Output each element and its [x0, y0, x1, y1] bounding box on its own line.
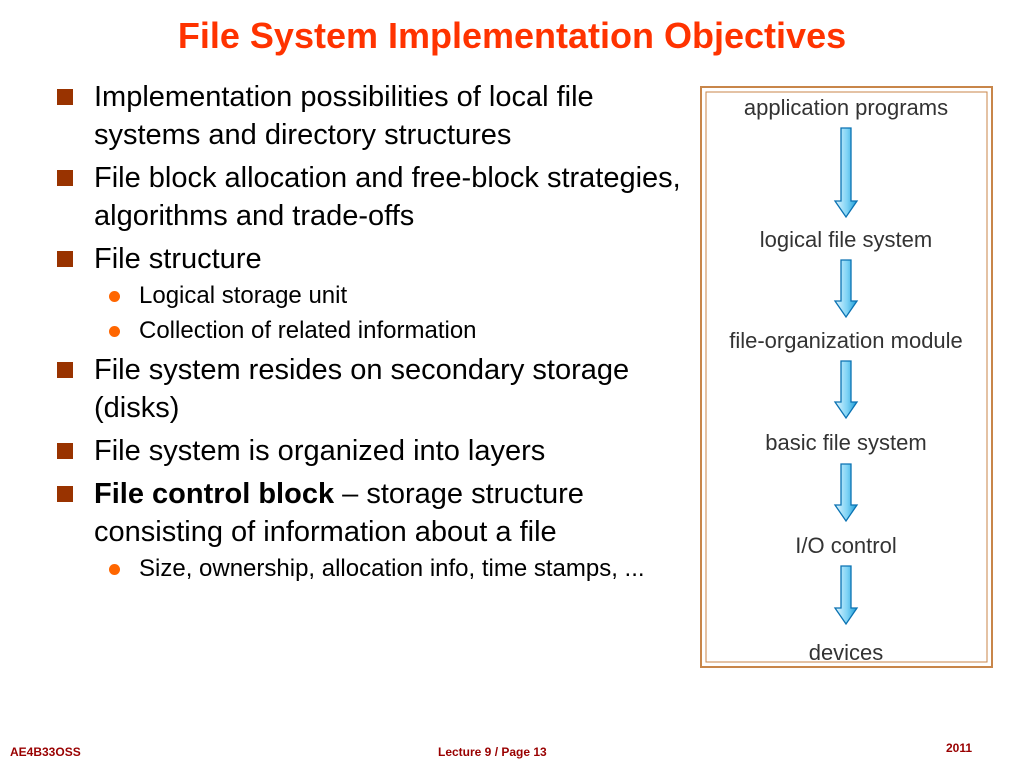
bullet-list: Implementation possibilities of local fi…	[54, 78, 684, 589]
layer-label: devices	[809, 640, 884, 665]
down-arrow-icon	[833, 259, 859, 319]
bullet-text: File system is organized into layers	[94, 435, 546, 467]
square-bullet-icon	[57, 443, 73, 459]
bullet-text: Implementation possibilities of local fi…	[94, 81, 594, 151]
sub-bullet-item: Size, ownership, allocation info, time s…	[94, 553, 684, 584]
diagram-frame-inner	[705, 91, 988, 663]
footer-page: Lecture 9 / Page 13	[438, 745, 547, 759]
sub-bullet-text: Collection of related information	[139, 317, 477, 344]
down-arrow-icon	[833, 127, 859, 219]
sub-bullet-text: Size, ownership, allocation info, time s…	[139, 555, 645, 582]
bullet-item: File system resides on secondary storage…	[54, 351, 684, 427]
layer-diagram: application programs logical file system f…	[700, 86, 993, 668]
footer-course: AE4B33OSS	[10, 745, 81, 759]
sub-bullet-item: Logical storage unit	[94, 280, 684, 311]
diagram-frame-outer	[700, 86, 993, 668]
square-bullet-icon	[57, 89, 73, 105]
slide-title: File System Implementation Objectives	[177, 15, 847, 56]
bullet-item: File control block – storage structure c…	[54, 475, 684, 584]
sub-bullet-item: Collection of related information	[94, 315, 684, 346]
bullet-text: File structure	[94, 243, 262, 275]
square-bullet-icon	[57, 170, 73, 186]
square-bullet-icon	[57, 251, 73, 267]
square-bullet-icon	[57, 362, 73, 378]
round-bullet-icon	[109, 291, 120, 302]
down-arrow-icon	[833, 463, 859, 523]
bullet-item: File block allocation and free-block str…	[54, 159, 684, 235]
sub-bullet-list: Size, ownership, allocation info, time s…	[94, 553, 684, 584]
layer-label: file-organization module	[729, 328, 963, 353]
footer-year: 2011	[946, 741, 973, 755]
bullet-text: File block allocation and free-block str…	[94, 162, 681, 232]
down-arrow-icon	[833, 360, 859, 420]
down-arrow-icon	[833, 565, 859, 626]
bullet-text: – storage structure consisting of inform…	[94, 478, 584, 548]
round-bullet-icon	[109, 326, 120, 337]
bullet-bold-term: File control block	[94, 478, 335, 510]
bullet-item: File system is organized into layers	[54, 432, 684, 470]
bullet-text: File system resides on secondary storage…	[94, 354, 630, 424]
sub-bullet-text: Logical storage unit	[139, 282, 348, 309]
layer-label: I/O control	[795, 533, 896, 558]
square-bullet-icon	[57, 486, 73, 502]
layer-label: basic file system	[765, 430, 926, 455]
round-bullet-icon	[109, 564, 120, 575]
bullet-item: Implementation possibilities of local fi…	[54, 78, 684, 154]
layer-label: logical file system	[760, 227, 932, 252]
layer-label: application programs	[744, 95, 948, 120]
